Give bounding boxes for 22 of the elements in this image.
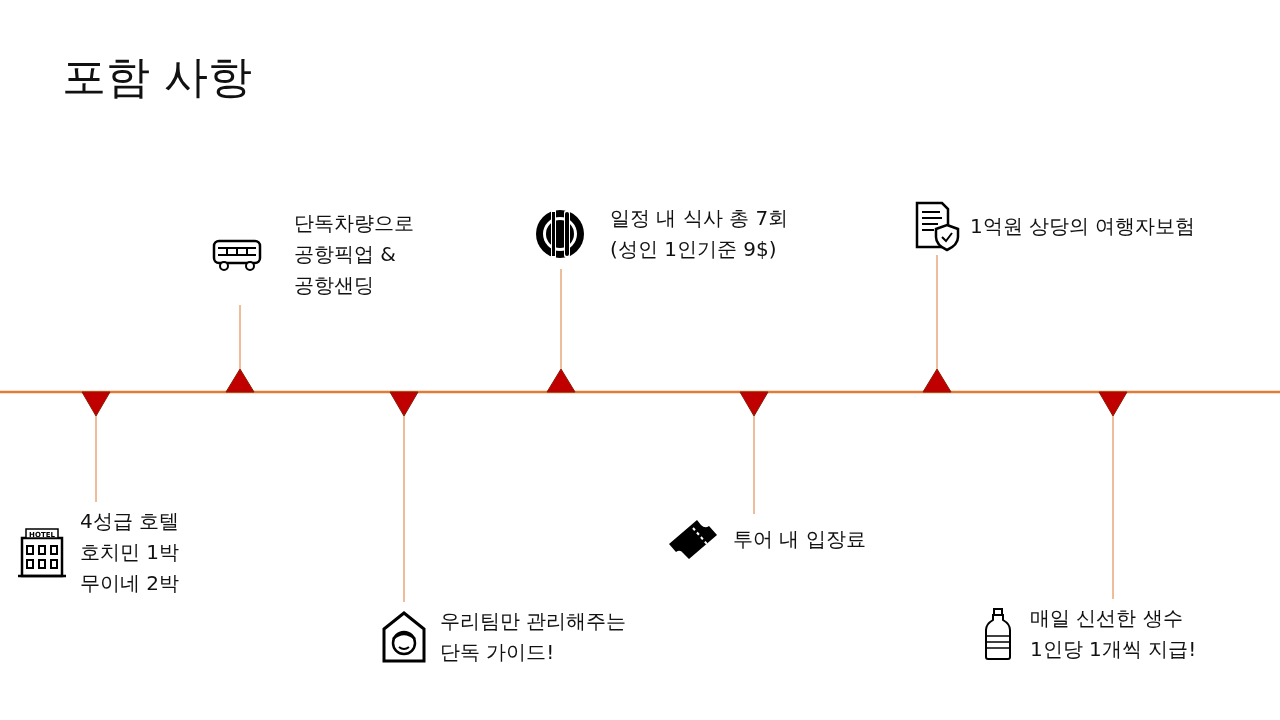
- timeline-marker: [81, 391, 111, 417]
- leader-line: [1112, 415, 1114, 600]
- leader-line: [753, 415, 755, 515]
- item-text: 투어 내 입장료: [733, 525, 867, 553]
- timeline-marker: [546, 368, 576, 393]
- leader-line: [936, 254, 938, 370]
- timeline-marker: [1098, 391, 1128, 417]
- item-text: 단독차량으로 공항픽업 & 공항샌딩: [294, 210, 415, 299]
- timeline-marker: [225, 368, 255, 393]
- leader-line: [239, 304, 241, 370]
- item-text: 4성급 호텔 호치민 1박 무이네 2박: [80, 508, 181, 597]
- item-text: 1억원 상당의 여행자보험: [970, 212, 1197, 240]
- timeline-marker: [922, 368, 952, 393]
- title: 포함 사항: [62, 50, 252, 104]
- leader-line: [95, 415, 97, 503]
- item-text: 우리팀만 관리해주는 단독 가이드!: [440, 608, 628, 666]
- leader-line: [560, 268, 562, 370]
- timeline-marker: [739, 391, 769, 417]
- leader-line: [403, 415, 405, 603]
- timeline-marker: [389, 391, 419, 417]
- item-text: 매일 신선한 생수 1인당 1개씩 지급!: [1030, 605, 1198, 663]
- item-text: 일정 내 식사 총 7회 (성인 1인기준 9$): [610, 205, 790, 263]
